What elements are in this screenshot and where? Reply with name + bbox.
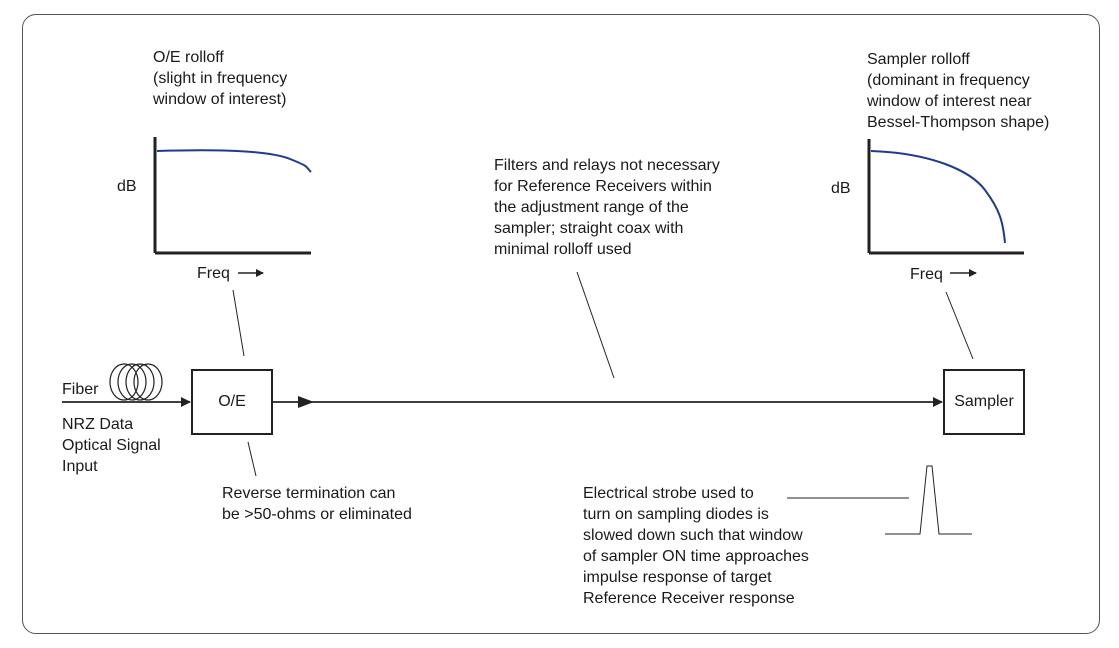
coax-mid-arrowhead <box>298 396 314 408</box>
termination-note: Reverse termination can be >50-ohms or e… <box>222 485 412 523</box>
oe-graph-leader <box>232 289 245 357</box>
sampler-graph-y-label: dB <box>831 180 851 197</box>
fiber-label: Fiber <box>62 381 99 398</box>
sampler-box: Sampler <box>943 369 1025 435</box>
sampler-graph-x-label: Freq <box>910 266 943 283</box>
strobe-pulse-icon <box>885 465 972 535</box>
oe-rolloff-curve <box>156 149 312 173</box>
input-label: NRZ Data Optical Signal Input <box>62 416 161 475</box>
oe-graph-axes <box>153 137 311 255</box>
sampler-rolloff-curve <box>870 150 1006 244</box>
diagram-frame <box>22 14 1100 634</box>
sampler-graph-axes <box>867 139 1024 255</box>
coax-note: Filters and relays not necessary for Ref… <box>494 157 720 258</box>
oe-graph-title: O/E rolloff (slight in frequency window … <box>153 49 288 108</box>
sampler-graph-title: Sampler rolloff (dominant in frequency w… <box>867 51 1050 131</box>
oe-graph-y-label: dB <box>117 178 137 195</box>
sampler-graph-leader <box>945 291 974 360</box>
termination-leader <box>247 441 257 477</box>
fiber-coil-icon <box>109 363 163 401</box>
oe-converter-box: O/E <box>191 369 273 435</box>
oe-graph-x-label: Freq <box>197 265 230 282</box>
coax-note-leader <box>576 271 615 379</box>
strobe-note: Electrical strobe used to turn on sampli… <box>583 485 809 607</box>
